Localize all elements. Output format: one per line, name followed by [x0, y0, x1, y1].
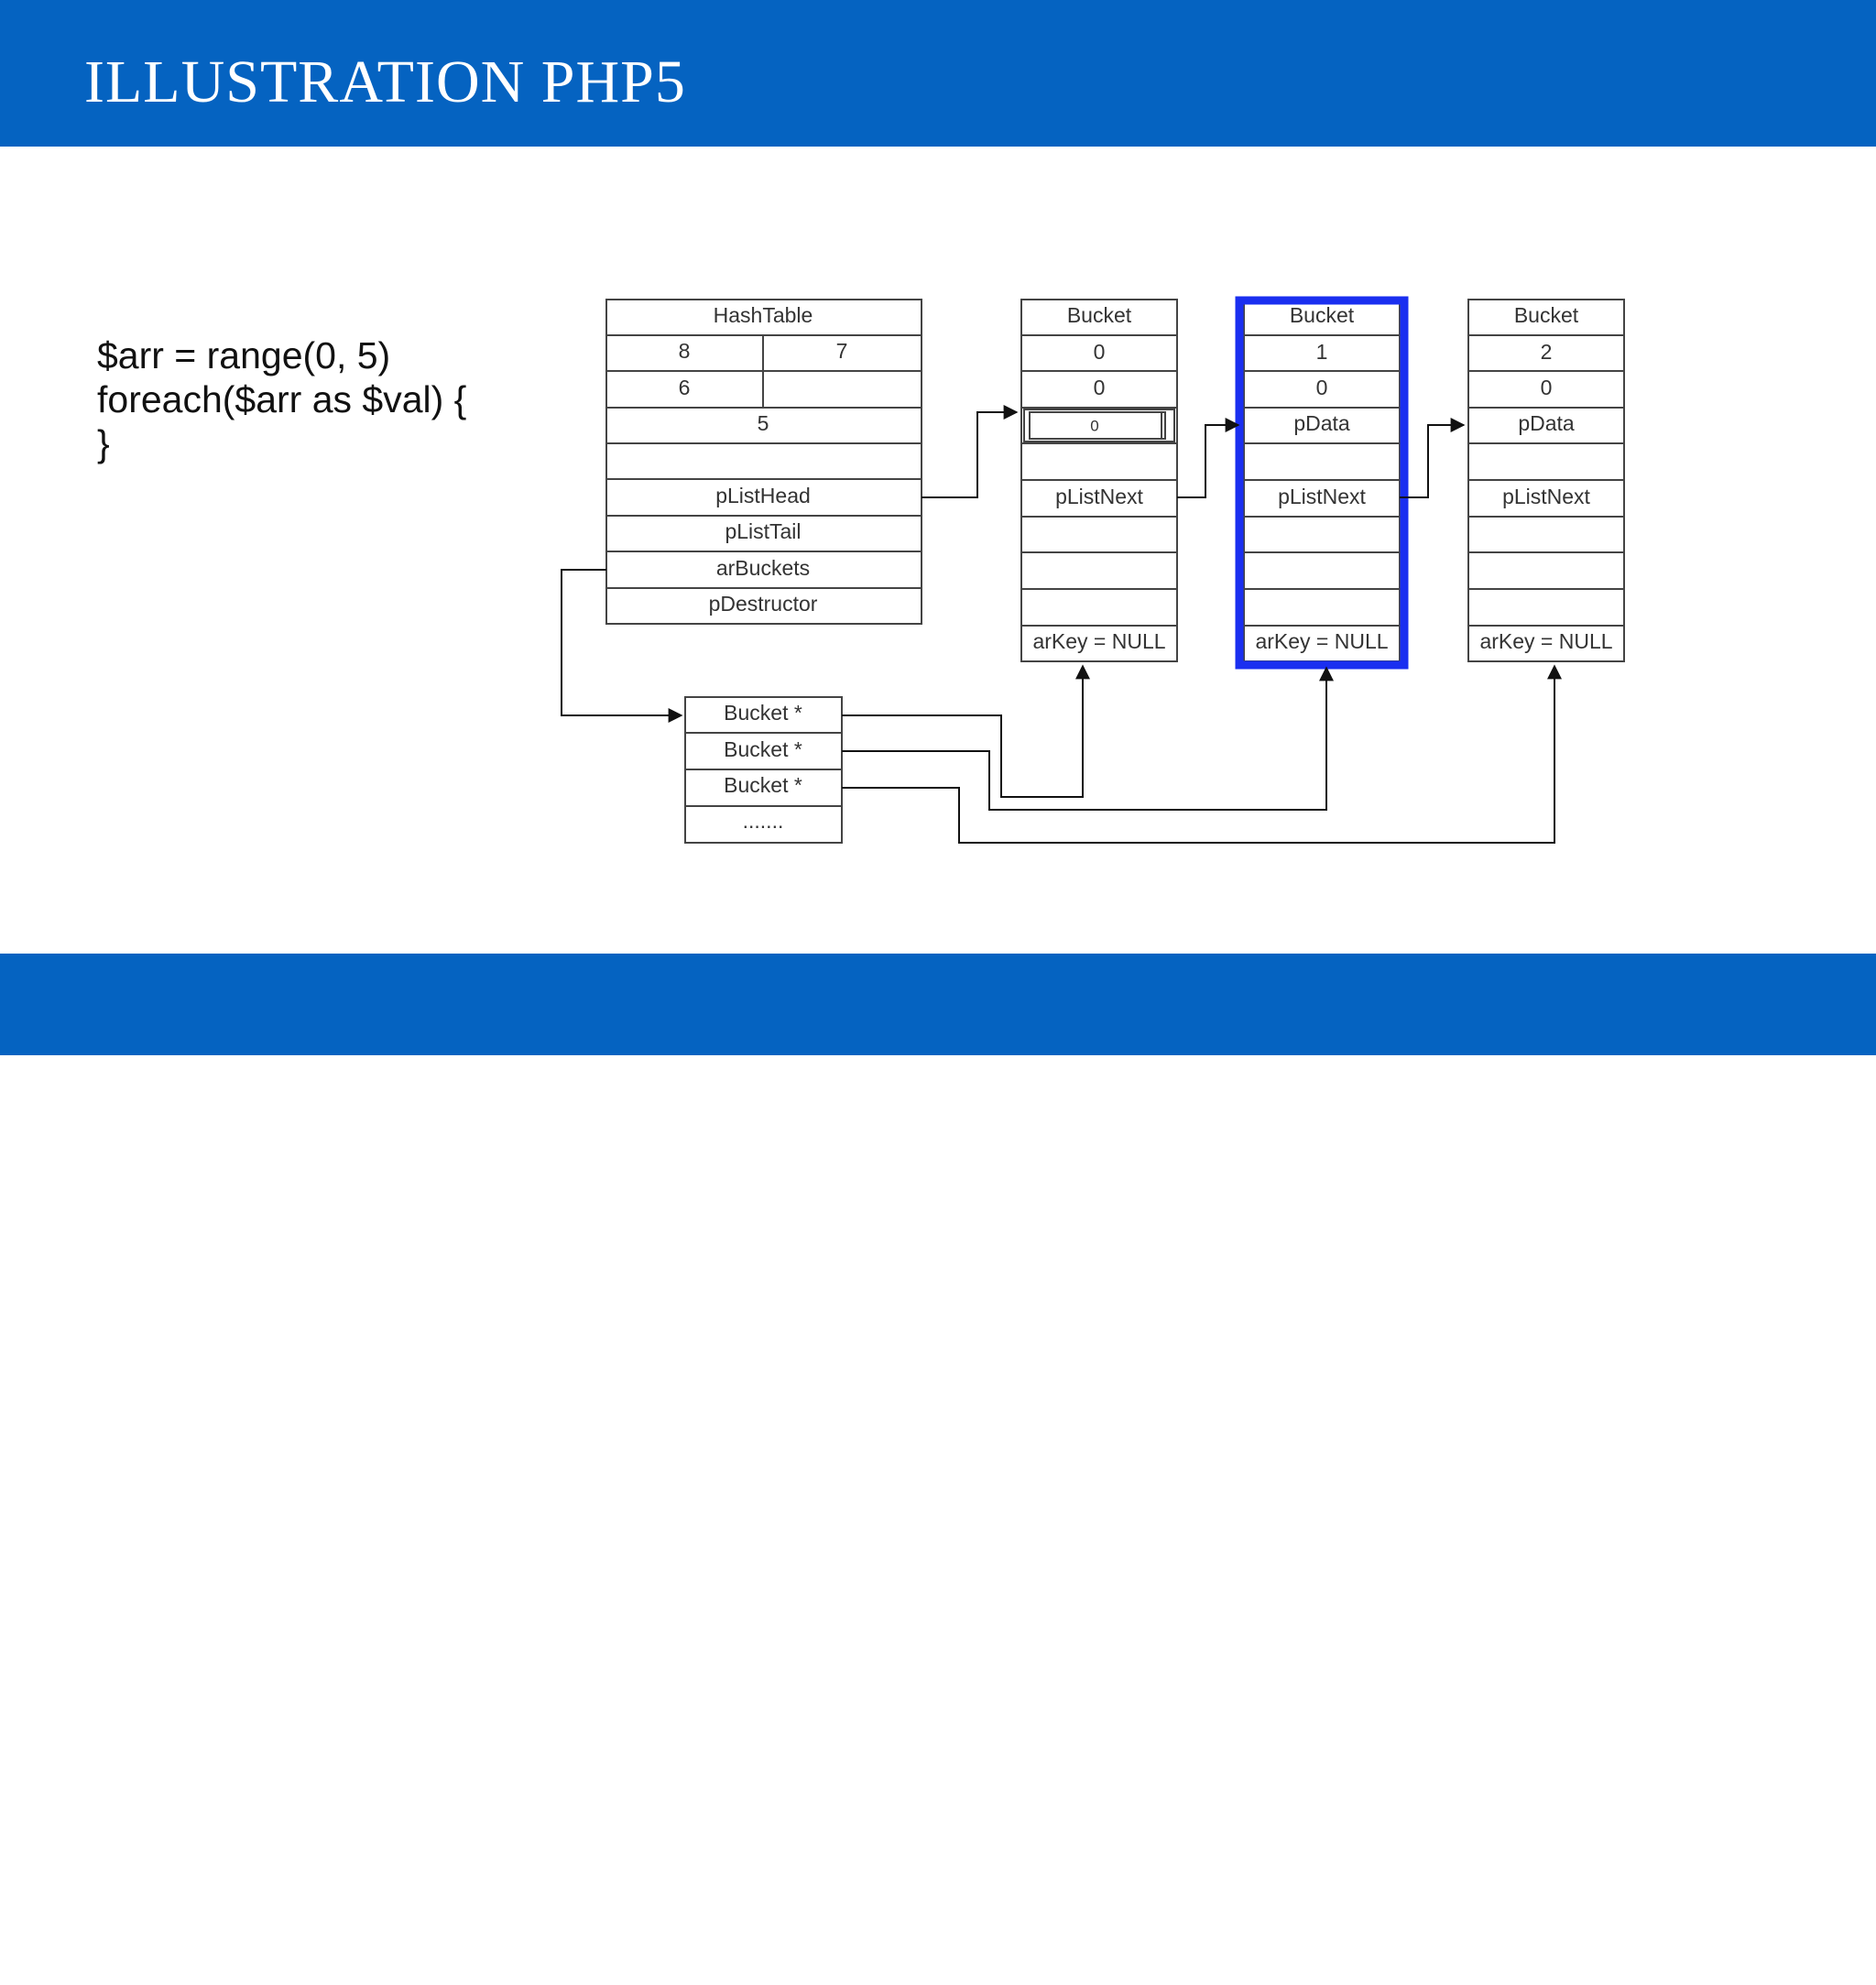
devlink-logo-icon [1674, 1950, 1702, 1980]
highlight-frame [1235, 296, 1409, 670]
bucket-1-plistnext: pListNext [1278, 485, 1366, 508]
bucket-pointer-more: ....... [743, 809, 784, 833]
bucket-0-pdata: 0 [1090, 417, 1098, 434]
bucket-0 [1020, 299, 1178, 662]
logo-text: Devlink [1709, 1942, 1809, 1976]
bucket-2-title: Bucket [1514, 303, 1579, 327]
hashtable-plisttail: pListTail [725, 519, 801, 543]
bucket-0-arkey: arKey = NULL [1032, 629, 1165, 653]
hashtable-title: HashTable [714, 303, 813, 327]
hashtable-table-size: 8 [679, 339, 691, 363]
bucket-2-h: 2 [1541, 340, 1553, 364]
code-line: $arr = range(0, 5) [97, 334, 391, 376]
hashtable-table-mask: 7 [836, 339, 848, 363]
hashtable-arbuckets: arBuckets [716, 556, 810, 580]
slide-title: ILLUSTRATION PHP5 [84, 49, 686, 115]
code-snippet: $arr = range(0, 5) foreach($arr as $val)… [97, 333, 466, 465]
header-bar: ILLUSTRATION PHP5 [0, 0, 1876, 147]
bucket-pointer-2: Bucket * [724, 773, 802, 797]
arrow-bucket-0-to-bucket-1 [1177, 418, 1240, 498]
bucket-0-plistnext: pListNext [1055, 485, 1143, 508]
arrow-pointer-1-to-bucket-1 [842, 666, 1334, 811]
bucket-pointer-1: Bucket * [724, 737, 802, 761]
bucket-1-nkeylength: 0 [1316, 376, 1328, 399]
code-line: } [97, 422, 110, 464]
code-line: foreach($arr as $val) { [97, 378, 467, 420]
bucket-0-title: Bucket [1067, 303, 1132, 327]
hashtable-diagram: HashTable 8 7 6 5 pListHead pListTail ar… [561, 296, 1625, 844]
hashtable-plisthead: pListHead [715, 484, 811, 507]
bucket-1-pdata: pData [1293, 411, 1350, 435]
bucket-2-pdata: pData [1518, 411, 1575, 435]
bucket-1-arkey: arKey = NULL [1255, 629, 1388, 653]
arrow-pointer-2-to-bucket-2 [842, 664, 1562, 844]
bucket-2-arkey: arKey = NULL [1479, 629, 1612, 653]
hashtable-next-free: 5 [758, 411, 769, 435]
bucket-0-nkeylength: 0 [1094, 376, 1106, 399]
arrow-arbuckets-to-pointer-array [561, 569, 683, 723]
bucket-pointer-array [684, 696, 843, 844]
devlink-logo: Devlink [1673, 1942, 1819, 1985]
hashtable-num-elements: 6 [679, 376, 691, 399]
bucket-2 [1467, 299, 1625, 662]
bucket-pointer-0: Bucket * [724, 701, 802, 725]
bucket-0-h: 0 [1094, 340, 1106, 364]
footer-bar: Devlink [0, 954, 1876, 1980]
bucket-1-title: Bucket [1290, 303, 1355, 327]
hashtable-struct [605, 299, 922, 625]
arrow-pointer-0-to-bucket-0 [842, 664, 1090, 798]
bucket-1-h: 1 [1316, 340, 1328, 364]
arrow-plisthead-to-bucket-0 [922, 405, 1019, 498]
bucket-2-nkeylength: 0 [1541, 376, 1553, 399]
bucket-2-plistnext: pListNext [1502, 485, 1590, 508]
hashtable-pdestructor: pDestructor [709, 592, 818, 616]
arrow-bucket-1-to-bucket-2 [1400, 418, 1466, 498]
